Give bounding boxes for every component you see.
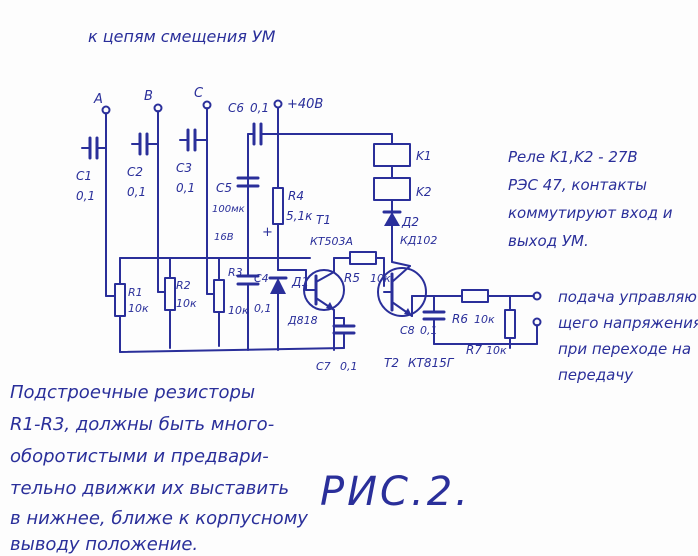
r3-value: 10к [228, 304, 249, 317]
resistor-note-line-5: в нижнее, ближе к корпусному [10, 508, 308, 529]
r4-value: 5,1к [286, 209, 313, 223]
resistor-note-line-1: Подстроечные резисторы [10, 382, 255, 403]
t1-part: КТ503А [310, 235, 353, 248]
c4-ref: C4 [254, 272, 269, 285]
c6-value: 0,1 [250, 101, 269, 115]
r2-ref: R2 [176, 279, 191, 292]
r7-value: 10к [486, 344, 507, 357]
terminal-b: B [144, 89, 163, 113]
resistor-note: Подстроечные резисторы R1-R3, должны быт… [10, 382, 308, 555]
ground-bus-left [119, 347, 345, 353]
c3-value: 0,1 [176, 181, 195, 195]
r4-ref: R4 [288, 189, 304, 203]
d1-part: Д818 [287, 314, 318, 327]
c1-ref: C1 [76, 169, 92, 183]
r5-ref: R5 [344, 271, 360, 285]
c7-ref: C7 [316, 360, 331, 373]
capacitor-c8: C8 0,1 [400, 295, 446, 345]
header-note: к цепям смещения УМ [88, 27, 276, 46]
k1-label: K1 [416, 149, 432, 163]
c5-ref: C5 [216, 181, 232, 195]
supply-terminal: +40В [273, 97, 323, 135]
k2-label: K2 [416, 185, 432, 199]
c4-value: 0,1 [254, 302, 272, 315]
transistor-t2: T2 КТ815Г [377, 261, 463, 370]
figure-label: РИС.2. [320, 469, 471, 515]
resistor-r6: R6 10к [452, 289, 535, 326]
resistor-note-line-4: тельно движки их выставить [10, 478, 289, 499]
capacitor-c1: C1 0,1 [76, 136, 107, 203]
resistor-r5: R5 10к [344, 251, 391, 287]
resistor-r4: R4 5,1к [272, 133, 313, 271]
c2-ref: C2 [127, 165, 143, 179]
c2-value: 0,1 [127, 185, 146, 199]
diode-d2: Д2 КД102 [382, 199, 437, 263]
capacitor-c3: C3 0,1 [176, 128, 208, 195]
control-note-line-1: подача управляю [558, 288, 697, 306]
resistor-note-line-3: оборотистыми и предвари- [10, 446, 269, 467]
diode-d1: Д1 Д818 [268, 275, 318, 351]
c8-ref: C8 [400, 324, 415, 337]
c5-polarity-plus: + [262, 225, 273, 240]
control-note-line-4: передачу [558, 366, 634, 384]
c7-value: 0,1 [340, 360, 358, 373]
control-note: подача управляю щего напряжения при пере… [558, 288, 698, 384]
control-ground-terminal [532, 317, 542, 345]
r6-ref: R6 [452, 312, 468, 326]
t1-ref: T1 [316, 213, 331, 227]
capacitor-c4: C4 0,1 [236, 257, 272, 351]
control-note-line-3: при переходе на [558, 340, 691, 358]
resistor-r3: R3 10к [213, 257, 249, 347]
c1-value: 0,1 [76, 189, 95, 203]
resistor-r2: R2 10к [164, 257, 197, 349]
relay-note-line-4: выход УМ. [508, 232, 589, 250]
capacitor-c7: C7 0,1 [316, 317, 358, 373]
c3-ref: C3 [176, 161, 192, 175]
r6-value: 10к [474, 313, 495, 326]
c6-ref: C6 [228, 101, 244, 115]
supply-label: +40В [287, 97, 323, 112]
capacitor-c2: C2 0,1 [127, 132, 159, 199]
resistor-r7: R7 10к [466, 295, 516, 357]
relay-k1: K1 [373, 133, 432, 167]
relay-note-line-1: Реле K1,K2 - 27В [508, 148, 638, 166]
capacitor-c5: + C5 100мк 16В [212, 176, 273, 243]
terminal-c: C [194, 86, 212, 110]
terminal-c-label: C [194, 86, 204, 101]
resistor-note-line-6: выводу положение. [10, 534, 198, 555]
terminal-b-label: B [144, 89, 153, 104]
control-note-line-2: щего напряжения [558, 314, 698, 332]
d2-ref: Д2 [401, 215, 419, 229]
terminal-a-label: A [93, 92, 103, 107]
c8-value: 0,1 [420, 324, 438, 337]
c5-voltage: 16В [214, 232, 234, 243]
control-input-terminal [532, 291, 542, 301]
r1-value: 10к [128, 302, 149, 315]
relay-k2: K2 [373, 165, 432, 201]
resistor-r1: R1 10к [114, 257, 149, 353]
t2-part: КТ815Г [408, 356, 455, 370]
relay-note-line-2: РЭС 47, контакты [508, 176, 647, 194]
r7-ref: R7 [466, 343, 482, 357]
relay-note-line-3: коммутируют вход и [508, 204, 673, 222]
resistor-note-line-2: R1-R3, должны быть много- [10, 414, 274, 435]
transistor-t1: T1 КТ503А [277, 213, 353, 351]
relay-note: Реле K1,K2 - 27В РЭС 47, контакты коммут… [508, 148, 673, 250]
d2-part: КД102 [400, 234, 437, 247]
terminal-a: A [93, 92, 111, 115]
t2-ref: T2 [384, 356, 399, 370]
r2-value: 10к [176, 297, 197, 310]
c5-value: 100мк [212, 204, 245, 215]
r1-ref: R1 [128, 286, 143, 299]
